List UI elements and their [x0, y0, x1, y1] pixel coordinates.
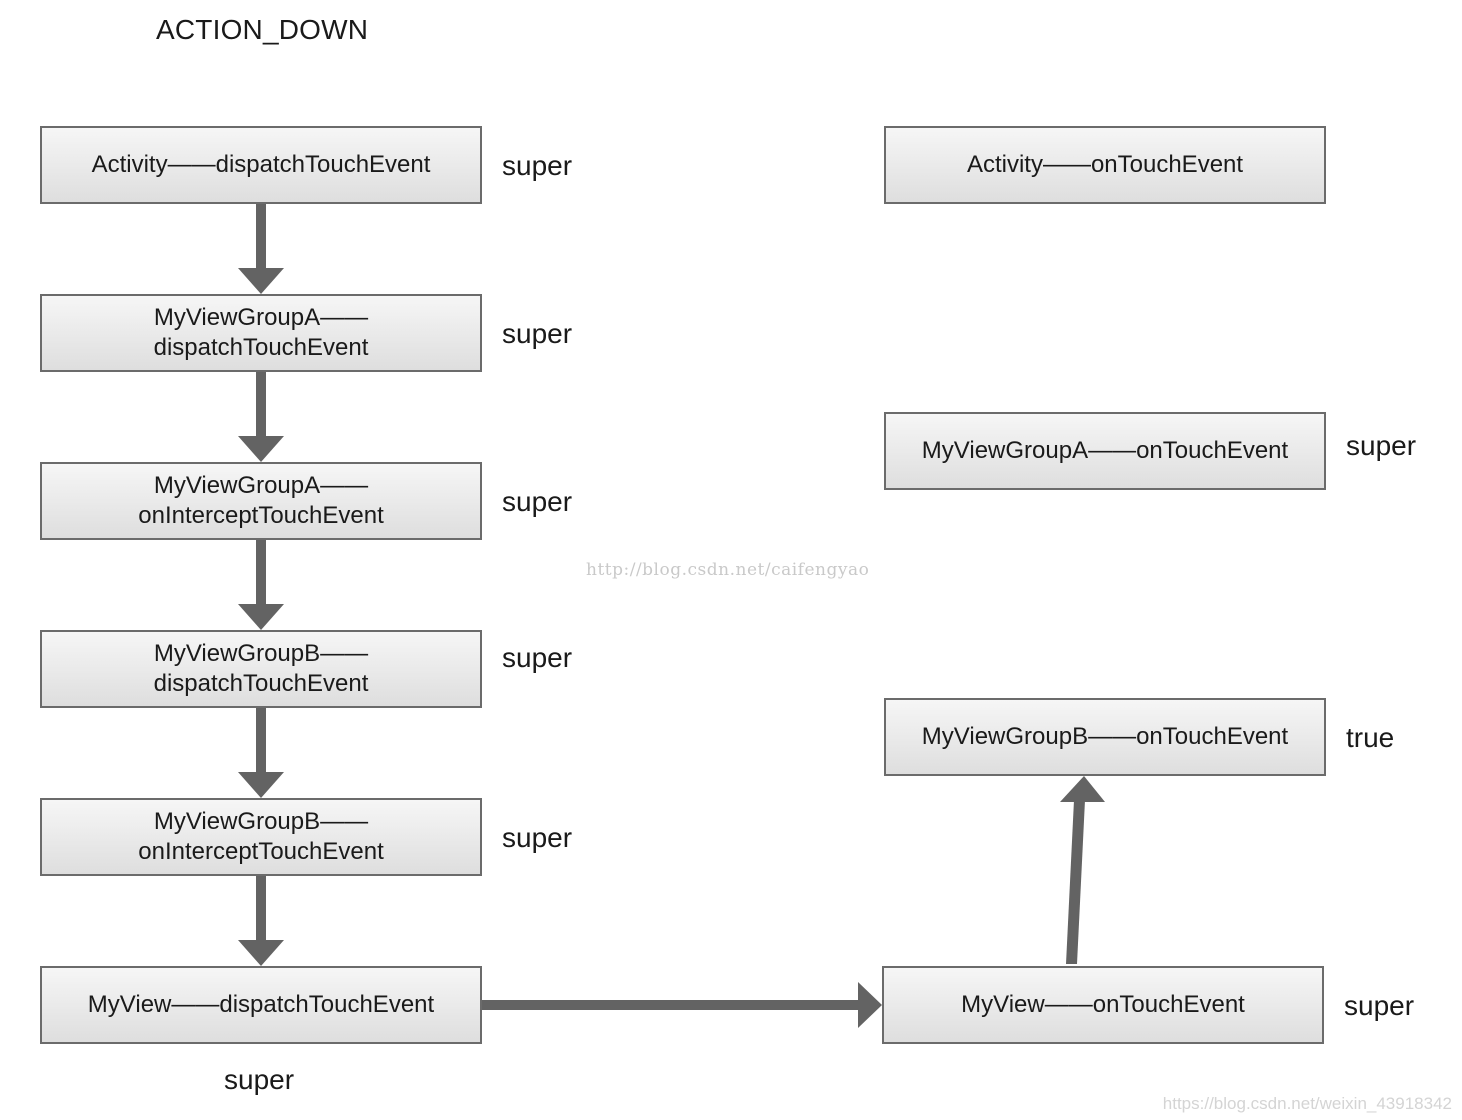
box-label: MyViewGroupA——onTouchEvent [921, 437, 1289, 464]
groupa-ontouch-value: super [1346, 430, 1417, 461]
watermark-url: http://blog.csdn.net/caifengyao [586, 560, 870, 580]
box-label-line2: onInterceptTouchEvent [138, 502, 384, 529]
arrow-down-2 [238, 372, 284, 462]
arrow-down-5 [238, 876, 284, 966]
box-label-line2: dispatchTouchEvent [153, 670, 369, 697]
groupa-dispatch-value: super [502, 318, 573, 349]
groupa-intercept-box: MyViewGroupA—— onInterceptTouchEvent [40, 462, 482, 540]
box-label-line2: onInterceptTouchEvent [138, 838, 384, 865]
arrow-down-1 [238, 204, 284, 294]
arrow-up [1060, 776, 1105, 964]
box-label: MyView——onTouchEvent [961, 991, 1245, 1018]
box-label-line1: MyViewGroupA—— [153, 304, 369, 331]
arrow-down-4 [238, 708, 284, 798]
myview-dispatch-value: super [224, 1064, 295, 1095]
groupb-intercept-box: MyViewGroupB—— onInterceptTouchEvent [40, 798, 482, 876]
myview-ontouch-box: MyView——onTouchEvent [882, 966, 1324, 1044]
groupb-intercept-value: super [502, 822, 573, 853]
box-label-line1: MyViewGroupA—— [153, 472, 369, 499]
diagram-title: ACTION_DOWN [156, 14, 369, 45]
groupb-ontouch-value: true [1346, 722, 1395, 753]
box-label: MyView——dispatchTouchEvent [87, 991, 435, 1018]
arrow-down-3 [238, 540, 284, 630]
footer-watermark: https://blog.csdn.net/weixin_43918342 [1162, 1094, 1452, 1113]
groupa-ontouch-box: MyViewGroupA——onTouchEvent [884, 412, 1326, 490]
box-label-line1: MyViewGroupB—— [153, 640, 369, 667]
box-label: Activity——onTouchEvent [966, 151, 1244, 178]
groupb-dispatch-value: super [502, 642, 573, 673]
box-label: MyViewGroupB——onTouchEvent [921, 723, 1289, 750]
groupb-ontouch-box: MyViewGroupB——onTouchEvent [884, 698, 1326, 776]
box-label-line1: MyViewGroupB—— [153, 808, 369, 835]
box-label: Activity——dispatchTouchEvent [91, 151, 431, 178]
box-label-line2: dispatchTouchEvent [153, 334, 369, 361]
activity-dispatch-box: Activity——dispatchTouchEvent [40, 126, 482, 204]
myview-dispatch-box: MyView——dispatchTouchEvent [40, 966, 482, 1044]
myview-ontouch-value: super [1344, 990, 1415, 1021]
groupa-dispatch-box: MyViewGroupA—— dispatchTouchEvent [40, 294, 482, 372]
arrow-right [482, 982, 882, 1028]
groupb-dispatch-box: MyViewGroupB—— dispatchTouchEvent [40, 630, 482, 708]
activity-dispatch-value: super [502, 150, 573, 181]
groupa-intercept-value: super [502, 486, 573, 517]
activity-ontouch-box: Activity——onTouchEvent [884, 126, 1326, 204]
